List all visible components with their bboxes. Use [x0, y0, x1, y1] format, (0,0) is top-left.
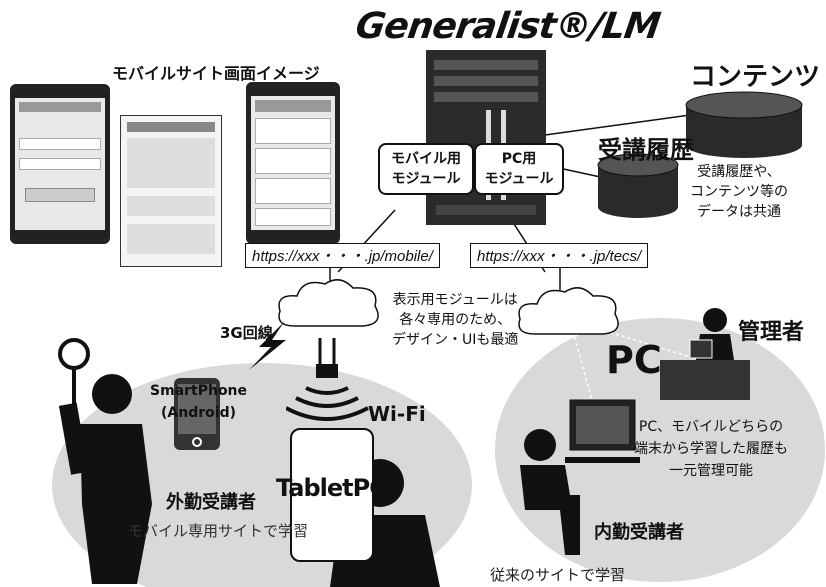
contents-link-line	[544, 114, 691, 136]
admin-desk-icon	[660, 308, 750, 400]
mobile-url-box: https://xxx・・・.jp/mobile/	[245, 243, 440, 268]
pc-module-box: PC用 モジュール	[474, 143, 564, 195]
admin-caption: PC、モバイルどちらの 端末から学習した履歴も 一元管理可能	[634, 419, 788, 479]
standing-user-icon	[58, 338, 152, 584]
mobile-screen-list	[246, 82, 340, 244]
shared-data-note: 受講履歴や、 コンテンツ等の データは共通	[690, 164, 788, 220]
smartphone-icon	[174, 378, 220, 450]
3g-line-label: 3G回線	[220, 324, 273, 342]
smartphone-label: SmartPhone (Android)	[150, 383, 248, 421]
lightning-icon	[249, 322, 286, 370]
mobile-learner-caption: モバイル専用サイトで学習	[128, 522, 309, 540]
mobile-network-cloud-icon	[278, 279, 379, 327]
pc-network-cloud-icon	[518, 287, 619, 335]
server-icon	[426, 50, 546, 225]
pc-url-box: https://xxx・・・.jp/tecs/	[470, 243, 649, 268]
wifi-router-icon	[286, 338, 369, 421]
seated-user-icon	[520, 399, 640, 555]
contents-database-icon	[685, 91, 803, 158]
tablet-icon	[290, 428, 374, 562]
pc-label: PC	[606, 338, 662, 382]
tablet-label: TabletPC	[276, 474, 387, 502]
office-learner-caption: 従来のサイトで学習	[490, 566, 626, 584]
history-label: 受講履歴	[598, 136, 694, 164]
admin-label: 管理者	[738, 320, 805, 345]
contents-label: コンテンツ	[690, 62, 821, 92]
wifi-label: Wi-Fi	[368, 402, 426, 426]
office-learner-label: 内勤受講者	[594, 522, 684, 543]
mobile-module-box: モバイル用 モジュール	[378, 143, 474, 195]
mobile-learner-label: 外勤受講者	[166, 492, 256, 513]
display-module-note: 表示用モジュールは 各々専用のため、 デザイン・UIも最適	[392, 292, 519, 348]
history-database-icon	[597, 153, 679, 218]
product-logo: Generalist®/LM	[353, 6, 663, 47]
mobile-screen-course	[120, 115, 222, 267]
mobile-screens-caption: モバイルサイト画面イメージ	[112, 64, 320, 83]
mobile-screen-login	[10, 84, 110, 244]
